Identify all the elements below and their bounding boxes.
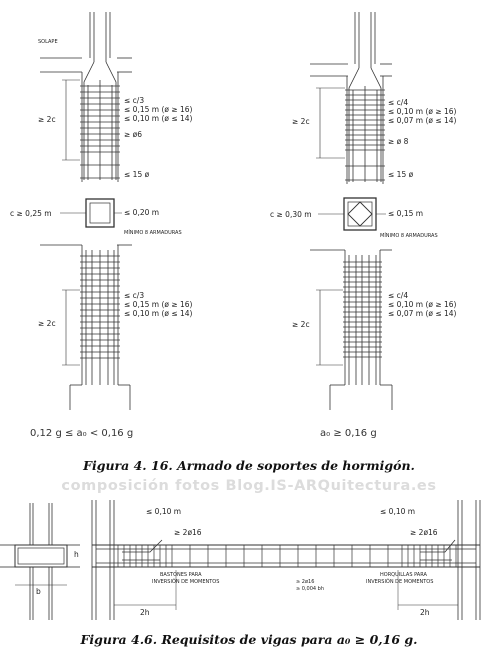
right-spacing-upper-1: ≤ c/4 <box>388 98 409 107</box>
right-2c-upper-label: ≥ 2c <box>292 117 310 126</box>
horquillas-1: HORQUILLAS PARA <box>380 572 427 578</box>
right-2c-lower-label: ≥ 2c <box>292 320 310 329</box>
left-c-min: c ≥ 0,25 m <box>10 209 52 218</box>
caption-bottom: Figura 4.6. Requisitos de vigas para a₀ … <box>80 632 418 647</box>
right-spacing-lower-3: ≤ 0,07 m (ø ≤ 14) <box>388 309 457 318</box>
bastones-2: INVERSIÓN DE MOMENTOS <box>152 579 220 585</box>
left-dimension-2c-lower <box>62 289 80 366</box>
right-dimension-2c-lower <box>316 289 343 366</box>
left-formula: 0,12 g ≤ a₀ < 0,16 g <box>30 428 134 439</box>
beam-stirrups <box>117 545 457 567</box>
beam-elevation <box>91 500 481 620</box>
right-min-bars: MÍNIMO 8 ARMADURAS <box>380 233 438 239</box>
left-spacing-lower-2: ≤ 0,15 m (ø ≥ 16) <box>124 300 193 309</box>
left-2c-upper-label: ≥ 2c <box>38 115 56 124</box>
s-right-label: ≤ 0,10 m <box>380 507 416 516</box>
caption-top: Figura 4. 16. Armado de soportes de horm… <box>83 458 415 473</box>
horquillas-2: INVERSIÓN DE MOMENTOS <box>366 579 434 585</box>
left-s15: ≤ 15 ø <box>124 170 150 179</box>
beam-section <box>0 503 80 620</box>
left-spacing-lower-3: ≤ 0,10 m (ø ≤ 14) <box>124 309 193 318</box>
right-bar-spacing: ≤ 0,15 m <box>388 209 424 218</box>
right-ties-lower <box>343 261 382 358</box>
right-spacing-upper-3: ≤ 0,07 m (ø ≤ 14) <box>388 116 457 125</box>
top-bars-left: ≥ 2ø16 <box>174 528 202 537</box>
solape-label: SOLAPE <box>38 39 58 45</box>
twoh-left: 2h <box>140 608 150 617</box>
right-spacing-upper-2: ≤ 0,10 m (ø ≥ 16) <box>388 107 457 116</box>
left-ties-upper <box>80 85 120 179</box>
right-dimension-2c-upper <box>316 87 345 159</box>
left-spacing-lower-1: ≤ c/3 <box>124 291 145 300</box>
left-min-bars: MÍNIMO 8 ARMADURAS <box>124 230 182 236</box>
left-bar-spacing: ≤ 0,20 m <box>124 208 160 217</box>
left-spacing-upper-1: ≤ c/3 <box>124 96 145 105</box>
h-label: h <box>74 550 79 559</box>
right-spacing-lower-1: ≤ c/4 <box>388 291 409 300</box>
watermark: composición fotos Blog.IS-ARQuitectura.e… <box>61 478 437 494</box>
left-section <box>60 198 122 228</box>
left-column-upper <box>40 12 132 182</box>
left-dimension-2c-upper <box>62 79 80 161</box>
s-left-label: ≤ 0,10 m <box>146 507 182 516</box>
left-ties-lower <box>80 255 120 359</box>
right-spacing-lower-2: ≤ 0,10 m (ø ≥ 16) <box>388 300 457 309</box>
mid-bars-2: ≥ 0,004 bh <box>296 586 325 592</box>
twoh-right: 2h <box>420 608 430 617</box>
bastones-1: BASTONES PARA <box>160 572 202 578</box>
right-c-min: c ≥ 0,30 m <box>270 210 312 219</box>
top-bars-right: ≥ 2ø16 <box>410 528 438 537</box>
right-column-lower <box>310 249 393 410</box>
right-tie-dia: ≥ ø 8 <box>388 137 409 146</box>
right-formula: a₀ ≥ 0,16 g <box>320 428 377 439</box>
left-spacing-upper-3: ≤ 0,10 m (ø ≤ 14) <box>124 114 193 123</box>
section-b-label: b <box>36 587 41 596</box>
right-section <box>318 197 386 231</box>
right-ties-upper <box>345 89 385 181</box>
left-spacing-upper-2: ≤ 0,15 m (ø ≥ 16) <box>124 105 193 114</box>
mid-bars-1: ≥ 2ø16 <box>296 579 315 585</box>
left-2c-lower-label: ≥ 2c <box>38 319 56 328</box>
right-s15: ≤ 15 ø <box>388 170 414 179</box>
left-tie-dia: ≥ ø6 <box>124 130 143 139</box>
